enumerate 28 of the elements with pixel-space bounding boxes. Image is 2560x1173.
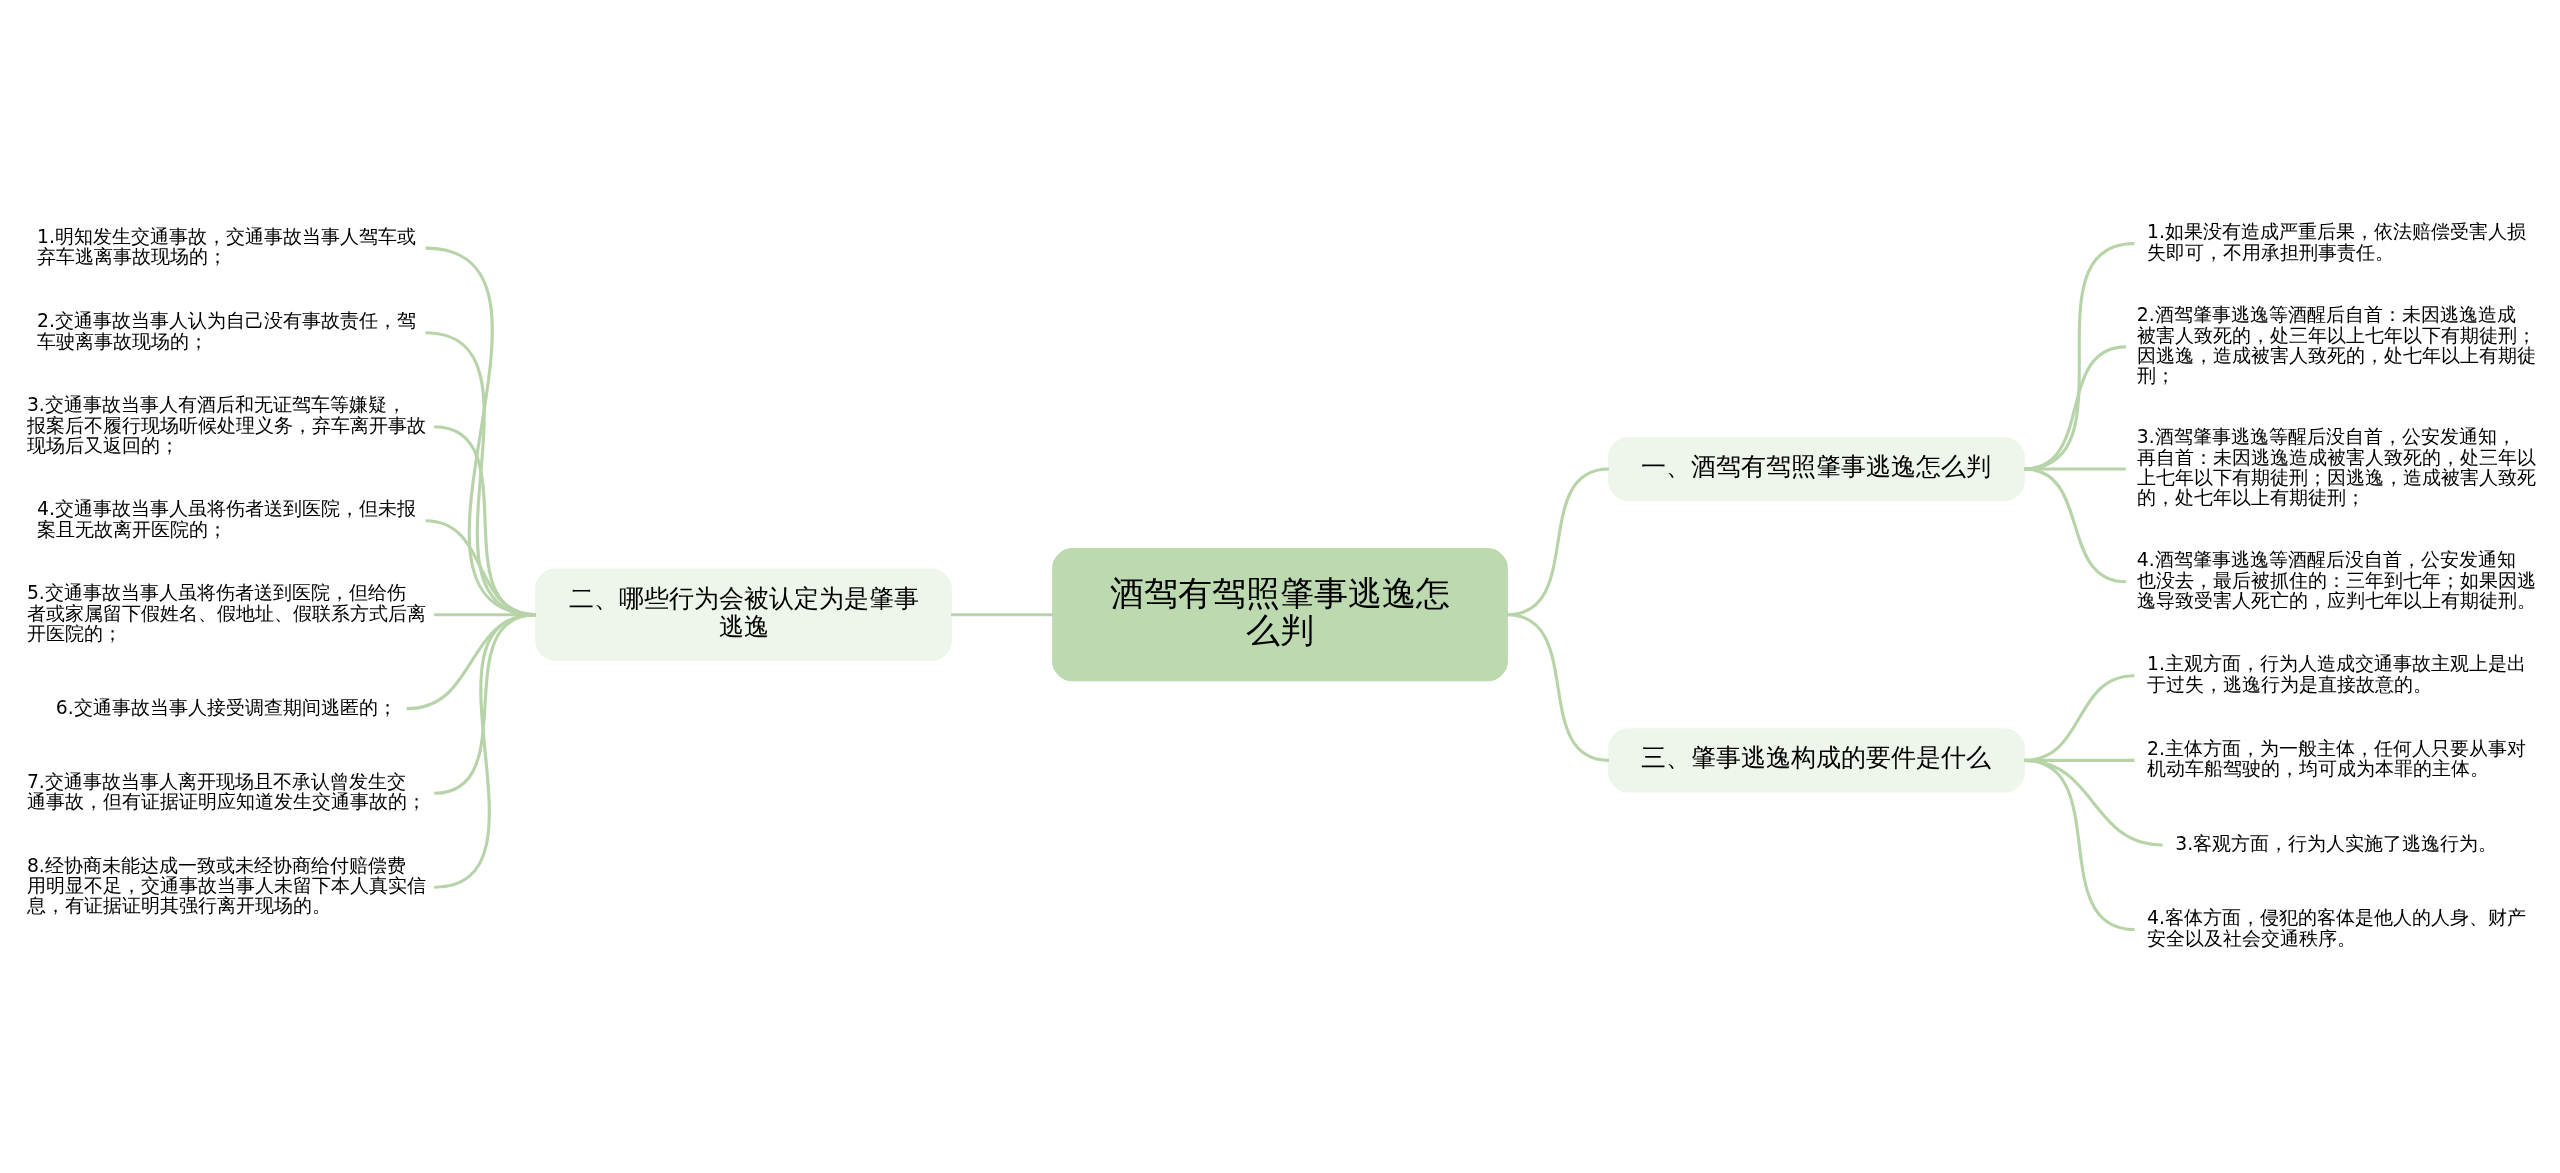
node-text: 8.经协商未能达成一致或未经协商给付赔偿费用明显不足，交通事故当事人未留下本人真实信息，有证据证明其强行离开现场的。 [26,854,426,917]
node-text: 6.交通事故当事人接受调查期间逃匿的； [55,696,397,718]
node-text: 3.客观方面，行为人实施了逃逸行为。 [2175,832,2498,854]
connector [2023,241,2135,471]
node-text: 4.酒驾肇事逃逸等酒醒后没自首，公安发通知也没去，最后被抓住的：三年到七年；如果因逃逸导致受害人死亡的，应判七年以上有期徒刑。 [2136,549,2536,612]
node-text: 1.明知发生交通事故，交通事故当事人驾车或弃车逃离事故现场的； [37,225,416,268]
node-box: 一、酒驾有驾照肇事逃逸怎么判 [1608,436,2025,502]
node-text: 1.如果没有造成严重后果，依法赔偿受害人损失即可，不用承担刑事责任。 [2147,221,2526,263]
connector [2023,345,2127,471]
node-text: 4.交通事故当事人虽将伤者送到医院，但未报案且无故离开医院的； [37,498,416,540]
node-box: 酒驾有驾照肇事逃逸怎么判 [1052,548,1508,682]
node-text: 3.交通事故当事人有酒后和无证驾车等嫌疑，报案后不履行现场听候处理义务，弃车离开事故现场后又返回的； [26,394,426,456]
node-text: 5.交通事故当事人虽将伤者送到医院，但给伤者或家属留下假姓名、假地址、假联系方式后离开医院的； [26,582,426,644]
connector [433,613,537,889]
node-text: 3.酒驾肇事逃逸等醒后没自首，公安发通知，再自首：未因逃逸造成被害人致死的，处三年以上七年以下有期徒刑；因逃逸，造成被害人致死的，处七年以上有期徒刑； [2136,426,2536,509]
connector [951,613,1053,617]
connector [1506,613,1610,762]
node-text: 4.客体方面，侵犯的客体是他人的人身、财产安全以及社会交通秩序。 [2147,907,2526,949]
node-text: 2.主体方面，为一般主体，任何人只要从事对机动车船驾驶的，均可成为本罪的主体。 [2147,738,2526,780]
connector [2023,467,2127,584]
node-box: 二、哪些行为会被认定为是肇事逃逸 [535,568,952,661]
node-box: 三、肇事逃逸构成的要件是什么 [1608,728,2025,793]
connector [2023,758,2135,932]
connector [2024,467,2126,471]
node-text: 2.酒驾肇事逃逸等酒醒后自首：未因逃逸造成被害人致死的，处三年以上七年以下有期徒刑；因逃逸，造成被害人致死的，处七年以上有期徒刑； [2136,304,2536,387]
node-text: 7.交通事故当事人离开现场且不承认曾发生交通事故，但有证据证明应知道发生交通事故的； [26,770,426,813]
node-text: 2.交通事故当事人认为自己没有事故责任，驾车驶离事故现场的； [37,310,416,352]
node-text: 1.主观方面，行为人造成交通事故主观上是出于过失，逃逸行为是直接故意的。 [2147,653,2526,695]
